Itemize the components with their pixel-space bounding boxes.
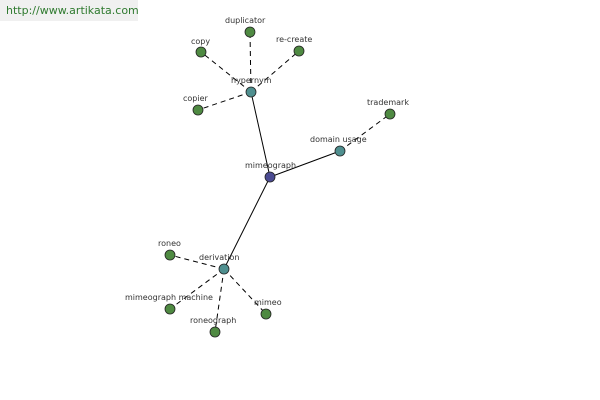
edge-mimeograph-derivation (223, 176, 271, 270)
edge-hypernym-copier (197, 91, 252, 111)
node-copy[interactable] (195, 46, 207, 58)
nodes (164, 26, 396, 338)
node-re-create[interactable] (293, 45, 305, 57)
label-mimeo: mimeo (254, 298, 282, 307)
edge-domain-usage-trademark (339, 113, 391, 152)
node-copier[interactable] (192, 104, 204, 116)
edge-derivation-roneo (169, 254, 225, 270)
label-derivation: derivation (199, 253, 239, 262)
node-mimeo[interactable] (260, 308, 272, 320)
edge-mimeograph-domain-usage (269, 150, 341, 178)
node-domain-usage[interactable] (334, 145, 346, 157)
node-mimeograph[interactable] (264, 171, 276, 183)
node-roneograph[interactable] (209, 326, 221, 338)
node-duplicator[interactable] (244, 26, 256, 38)
label-mimeograph: mimeograph (245, 161, 296, 170)
node-trademark[interactable] (384, 108, 396, 120)
node-mimeograph-machine[interactable] (164, 303, 176, 315)
edge-hypernym-copy (200, 51, 252, 93)
label-copier: copier (183, 94, 209, 103)
label-trademark: trademark (367, 98, 409, 107)
node-derivation[interactable] (218, 263, 230, 275)
label-roneo: roneo (158, 239, 181, 248)
watermark-url: http://www.artikata.com (6, 4, 139, 17)
edge-derivation-roneograph (214, 268, 225, 333)
edge-derivation-mimeograph-machine (169, 268, 225, 310)
node-hypernym[interactable] (245, 86, 257, 98)
edges (169, 31, 391, 333)
label-duplicator: duplicator (225, 16, 266, 25)
edge-hypernym-re-create (250, 50, 300, 93)
label-domain-usage: domain usage (310, 135, 367, 144)
label-copy: copy (191, 37, 210, 46)
edge-derivation-mimeo (223, 268, 267, 315)
edge-mimeograph-hypernym (250, 91, 271, 178)
labels: mimeograph hypernym domain usage derivation… (125, 16, 409, 325)
edge-hypernym-duplicator (249, 31, 252, 93)
watermark: http://www.artikata.com (0, 0, 139, 21)
label-hypernym: hypernym (231, 76, 272, 85)
node-roneo[interactable] (164, 249, 176, 261)
label-mimeograph-machine: mimeograph machine (125, 293, 213, 302)
label-re-create: re-create (276, 35, 312, 44)
label-roneograph: roneograph (190, 316, 236, 325)
